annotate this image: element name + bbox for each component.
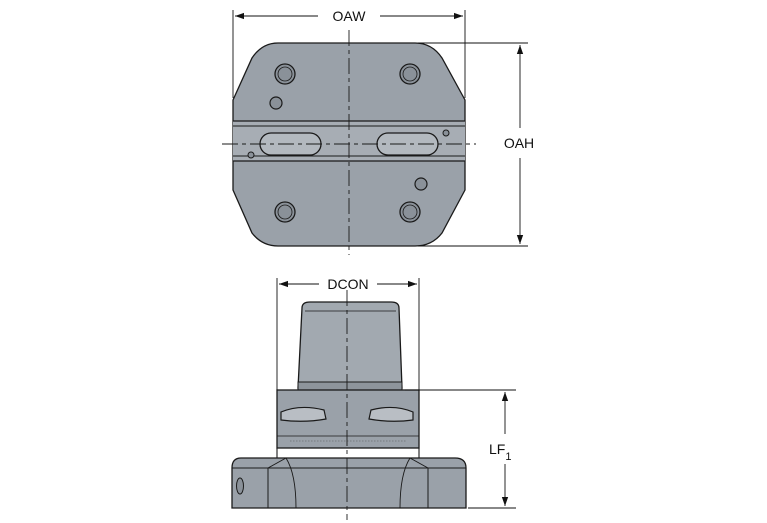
bolt-hole — [274, 201, 296, 223]
side-slot — [368, 406, 414, 422]
dcon-dimension: DCON — [276, 276, 420, 390]
pin-hole — [414, 177, 428, 191]
lf-text: LF — [489, 441, 505, 457]
pin-hole — [269, 96, 283, 110]
flange-hole — [236, 477, 244, 495]
top-view — [222, 30, 476, 255]
side-view-shank — [297, 301, 403, 389]
small-pin-hole — [247, 151, 255, 159]
bolt-hole — [399, 63, 421, 85]
side-slot — [280, 406, 327, 422]
oaw-label: OAW — [333, 8, 367, 24]
side-view — [231, 290, 467, 520]
side-view-flange — [231, 457, 467, 509]
lf-subscript: 1 — [505, 451, 511, 463]
lf1-label: LF1 — [489, 441, 511, 463]
small-pin-hole — [442, 129, 450, 137]
oaw-dimension: OAW — [232, 8, 466, 98]
lf1-dimension: LF1 — [405, 389, 516, 509]
side-view-collar — [297, 381, 403, 391]
oah-label: OAH — [504, 135, 534, 151]
bolt-hole — [274, 63, 296, 85]
oah-dimension: OAH — [418, 42, 534, 247]
bolt-hole — [399, 201, 421, 223]
dcon-label: DCON — [327, 276, 368, 292]
